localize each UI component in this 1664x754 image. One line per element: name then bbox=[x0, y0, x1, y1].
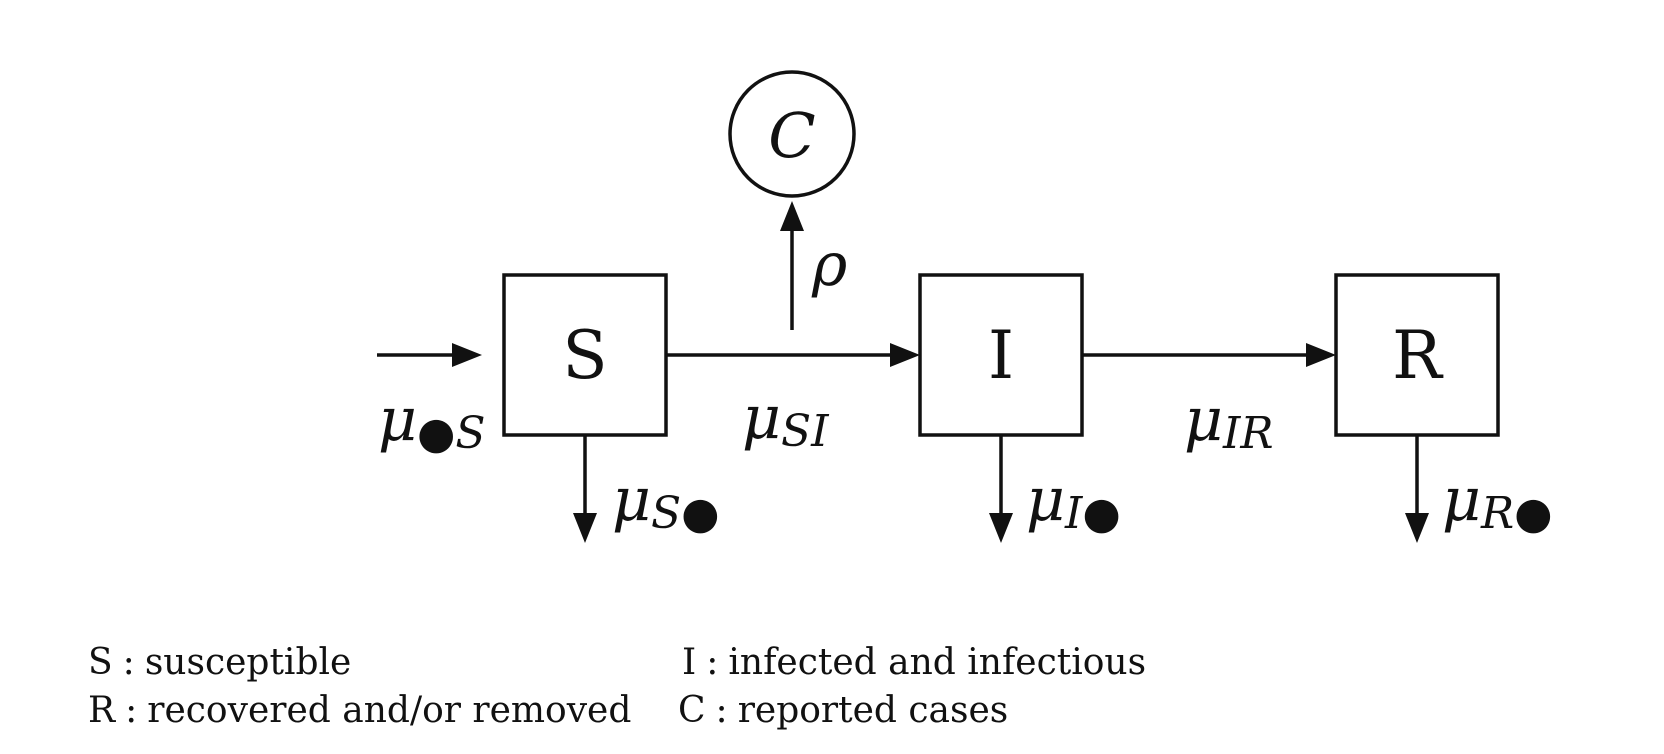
compartment-i: I bbox=[918, 273, 1084, 437]
legend-sep: : bbox=[122, 642, 135, 683]
legend-item-i: I:infected and infectious bbox=[682, 642, 1146, 683]
i-to-r-arrow bbox=[1082, 343, 1336, 367]
death-arrow-i bbox=[989, 435, 1013, 543]
rate-death-r: μR● bbox=[1442, 465, 1553, 539]
rate-inflow-s: μ●S bbox=[378, 385, 486, 459]
legend-item-s: S:susceptible bbox=[88, 642, 351, 683]
compartment-r-label: R bbox=[1392, 317, 1444, 394]
rate-i-to-r: μIR bbox=[1184, 385, 1274, 459]
compartment-r: R bbox=[1334, 273, 1500, 437]
legend-key: R bbox=[88, 690, 116, 731]
rate-death-s: μS● bbox=[612, 465, 720, 539]
legend-sep: : bbox=[715, 690, 728, 731]
legend-sep: : bbox=[125, 690, 138, 731]
s-to-i-arrow bbox=[666, 343, 920, 367]
compartment-s: S bbox=[502, 273, 668, 437]
rate-death-i: μI● bbox=[1026, 465, 1121, 539]
legend-text: recovered and/or removed bbox=[147, 690, 632, 731]
inflow-arrow bbox=[377, 343, 482, 367]
legend-sep: : bbox=[706, 642, 719, 683]
death-arrow-r bbox=[1405, 435, 1429, 543]
legend-key: S bbox=[88, 642, 113, 683]
legend-key: I bbox=[682, 642, 697, 683]
compartment-c: C bbox=[728, 70, 856, 198]
legend-text: reported cases bbox=[737, 690, 1009, 731]
rate-reporting: ρ bbox=[811, 230, 847, 300]
legend-item-r: R:recovered and/or removed bbox=[88, 690, 631, 731]
reporting-arrow bbox=[780, 201, 804, 330]
legend-text: susceptible bbox=[144, 642, 352, 683]
legend-key: C bbox=[678, 690, 706, 731]
legend-text: infected and infectious bbox=[728, 642, 1147, 683]
compartment-s-label: S bbox=[562, 317, 607, 394]
compartment-i-label: I bbox=[988, 317, 1014, 394]
rate-s-to-i: μSI bbox=[742, 383, 830, 457]
death-arrow-s bbox=[573, 435, 597, 543]
legend-item-c: C:reported cases bbox=[678, 690, 1008, 731]
compartment-c-label: C bbox=[768, 99, 815, 172]
